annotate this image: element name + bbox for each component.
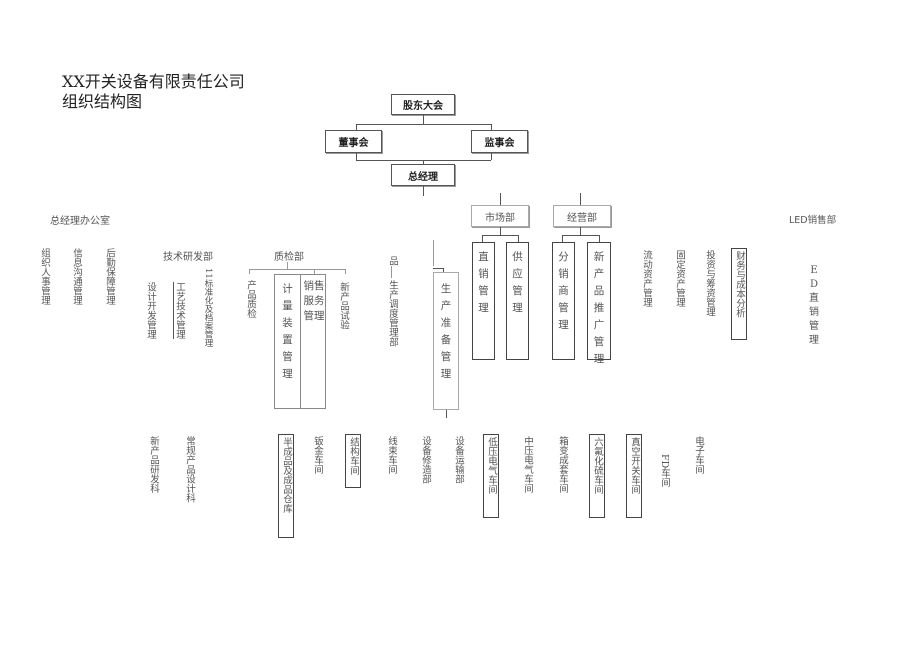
supply-box: 供应管理 xyxy=(506,242,529,360)
connector xyxy=(356,124,491,125)
bottom-unit: 钣金车间 xyxy=(312,436,323,474)
connector xyxy=(482,235,518,236)
dept-item: 新产品试验 xyxy=(338,282,349,330)
connector xyxy=(580,227,581,235)
bottom-unit: 六氟化硫车间 xyxy=(589,434,605,518)
qc-label: 质检部 xyxy=(274,252,304,263)
connector xyxy=(423,115,424,124)
bottom-unit: 电子车间 xyxy=(693,436,704,474)
dept-item: 分销商管理 xyxy=(558,251,569,331)
sales-service-box: 销售服务管理 xyxy=(300,274,326,409)
bottom-unit: 中压电气车间 xyxy=(522,436,533,493)
new-product-promo-box: 新产品推广管理 xyxy=(587,242,611,365)
market-dept-box: 市场部 xyxy=(471,205,529,227)
metering-box: 计量装置管理 xyxy=(274,274,301,409)
connector xyxy=(500,227,501,235)
dept-item: 新产品推广管理 xyxy=(593,251,605,365)
operations-dept-box: 经营部 xyxy=(553,205,611,227)
dept-item: 固定资产管理 xyxy=(674,250,685,307)
bottom-unit: 半成品及成品仓库 xyxy=(278,434,294,538)
dept-item: 供应管理 xyxy=(512,251,523,314)
bottom-unit: 低压电气车间 xyxy=(483,434,499,518)
connector xyxy=(562,235,599,236)
company-title: XX开关设备有限责任公司 xyxy=(62,72,245,91)
dept-item: 设计开发管理 xyxy=(145,282,156,339)
distributor-box: 分销商管理 xyxy=(552,242,575,360)
connector xyxy=(443,268,444,272)
dept-item: 工艺技术管理 xyxy=(174,282,185,339)
rnd-label: 技术研发部 xyxy=(163,252,213,263)
connector xyxy=(433,268,443,269)
board-of-directors-box: 董事会 xyxy=(325,130,382,153)
connector xyxy=(356,153,357,160)
connector xyxy=(345,269,346,274)
bottom-unit: 设备修造部 xyxy=(420,436,431,484)
dept-item: 产品质检 xyxy=(245,280,256,318)
dept-item: 后勤保障管理 xyxy=(104,248,115,305)
production-label: 生产调度管理部 xyxy=(387,280,398,347)
connector xyxy=(491,124,492,130)
direct-sales-box: 直销管理 xyxy=(472,242,495,360)
connector xyxy=(287,262,288,269)
bottom-unit: 线束车间 xyxy=(386,436,397,474)
dept-item: 流动资产管理 xyxy=(641,250,652,307)
dept-item: 生产准备管理 xyxy=(440,283,452,380)
bottom-unit: 新产品研发科 xyxy=(148,436,159,493)
connector xyxy=(500,193,501,205)
dept-item: 财务与成本分析 xyxy=(731,248,747,340)
connector xyxy=(580,193,581,205)
connector xyxy=(599,235,600,242)
board-of-supervisors-box: 监事会 xyxy=(471,130,528,153)
bottom-unit: 结构车间 xyxy=(345,434,361,488)
dept-item: 投资与筹资管理 xyxy=(704,250,715,317)
connector xyxy=(314,269,315,274)
bottom-unit: 真空开关车间 xyxy=(626,434,642,518)
dept-item: 销售服务管理 xyxy=(303,280,325,322)
chart-title: 组织结构图 xyxy=(62,92,143,111)
connector xyxy=(433,240,434,266)
dept-item: 组织人事管理 xyxy=(39,248,50,305)
bottom-unit: FD车间 xyxy=(659,454,670,488)
dept-item: 计量装置管理 xyxy=(282,283,293,380)
production-prefix: 品 xyxy=(387,256,398,266)
gm-office-label: 总经理办公室 xyxy=(50,216,110,227)
production-prep-box: 生产准备管理 xyxy=(433,272,459,410)
connector xyxy=(423,160,424,164)
bottom-unit: 箱变成套车间 xyxy=(557,436,568,493)
connector xyxy=(562,235,563,242)
connector xyxy=(249,269,345,270)
shareholders-meeting-box: 股东大会 xyxy=(391,94,455,115)
connector xyxy=(491,153,492,160)
dept-item: 直销管理 xyxy=(478,251,489,314)
bottom-unit: 设备运输部 xyxy=(453,436,464,484)
dept-item: 11标准化及档案管理 xyxy=(203,268,213,347)
led-sales-label: LED销售部 xyxy=(789,215,837,226)
general-manager-box: 总经理 xyxy=(391,164,455,186)
connector xyxy=(249,269,250,274)
connector xyxy=(356,124,357,130)
dept-item: 信息沟通管理 xyxy=(71,248,82,305)
bottom-unit: 常规产品设计科 xyxy=(184,436,195,503)
connector xyxy=(518,235,519,242)
connector xyxy=(446,410,447,418)
connector xyxy=(482,235,483,242)
dept-item: ED直销管理 xyxy=(809,265,819,346)
connector xyxy=(391,266,392,278)
connector xyxy=(423,186,424,196)
